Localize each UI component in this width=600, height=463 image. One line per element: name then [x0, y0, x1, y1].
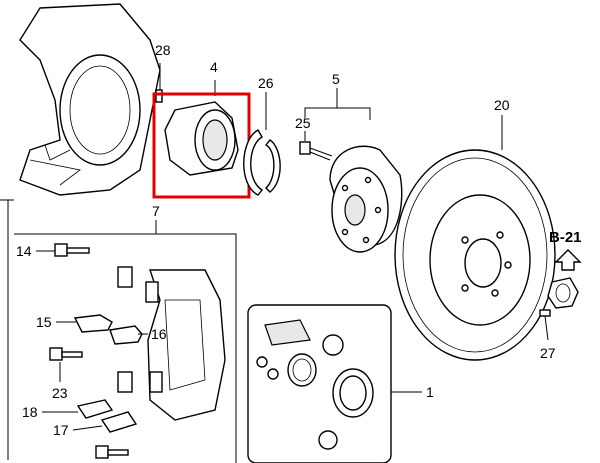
callout-18: 18 — [22, 404, 38, 420]
part-5-hub — [304, 88, 403, 253]
callout-26: 26 — [258, 75, 274, 91]
part-27-nut — [539, 277, 579, 341]
splash-shield — [0, 3, 161, 460]
bottom-bolt — [95, 445, 129, 459]
part-15-clip — [56, 314, 113, 333]
part-23-bolt — [49, 347, 83, 382]
part-18-shim — [42, 399, 114, 419]
callout-20: 20 — [494, 97, 510, 113]
callout-23: 23 — [52, 385, 68, 401]
callout-14: 14 — [16, 243, 32, 259]
part-4-bearing[interactable] — [152, 80, 251, 199]
part-7-caliper-group — [14, 220, 237, 463]
part-25-stud — [299, 131, 333, 161]
reference-label[interactable]: B-21 — [549, 229, 582, 246]
callout-15: 15 — [36, 314, 52, 330]
reference-b21 — [554, 249, 582, 271]
part-20-brake-disc — [394, 115, 556, 361]
part-16-clip — [109, 325, 148, 345]
callout-4: 4 — [210, 59, 218, 75]
part-1-seal-kit — [247, 304, 422, 463]
part-17-shim — [72, 411, 138, 433]
callout-27: 27 — [540, 345, 556, 361]
callout-5: 5 — [332, 71, 340, 87]
callout-7: 7 — [152, 203, 160, 219]
callout-17: 17 — [53, 422, 69, 438]
part-26-snap-ring — [243, 92, 281, 196]
callout-16: 16 — [151, 326, 167, 342]
part-28-bolt — [155, 63, 163, 103]
part-14-bolt — [36, 243, 90, 257]
callout-25: 25 — [295, 115, 311, 131]
callout-28: 28 — [155, 42, 171, 58]
callout-1: 1 — [426, 384, 434, 400]
